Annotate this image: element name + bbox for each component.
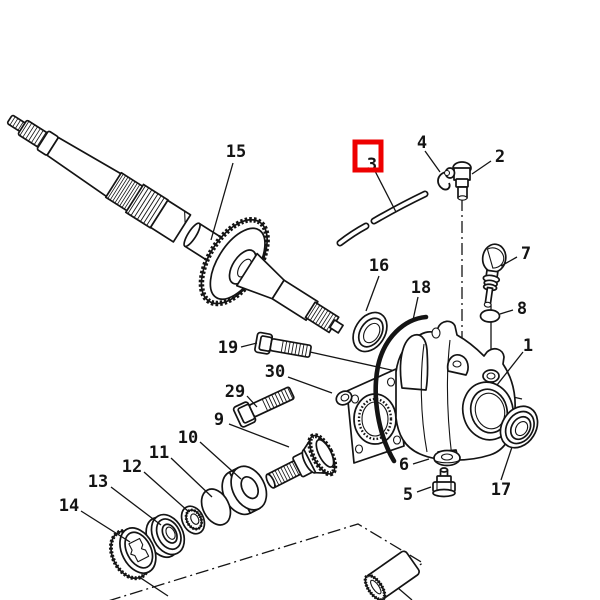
gear-case-housing [346,320,516,464]
breather-fitting [443,161,472,201]
part-label-12[interactable]: 12 [122,457,142,477]
part-label-6[interactable]: 6 [399,455,409,475]
part-label-18[interactable]: 18 [411,278,431,298]
part-label-8[interactable]: 8 [517,299,527,319]
washer-6 [433,449,461,467]
leader-lines [80,150,524,543]
part-label-7[interactable]: 7 [521,244,531,264]
drain-plug [432,467,456,498]
part-label-17[interactable]: 17 [491,480,511,500]
part-label-13[interactable]: 13 [88,472,108,492]
coupling-cap-14 [108,527,157,581]
part-label-15[interactable]: 15 [226,142,246,162]
washer-30 [335,390,353,406]
oil-seal-17 [499,405,539,449]
part-label-14[interactable]: 14 [59,496,79,516]
case-gasket-ring [373,314,429,464]
housing-flange [346,368,405,464]
bearing-12 [180,505,206,535]
part-label-4[interactable]: 4 [417,133,427,153]
bolt-19 [254,331,312,358]
pinion-gear [265,433,338,489]
ring-gear [198,216,270,307]
part-label-29[interactable]: 29 [225,382,245,402]
part-label-2[interactable]: 2 [495,147,505,167]
oil-seal-16 [352,311,388,353]
part-label-10[interactable]: 10 [178,428,198,448]
selection-highlight-box [352,139,384,173]
dipstick-o-ring [479,309,501,323]
dipstick-plug [481,243,507,308]
part-label-1[interactable]: 1 [523,336,533,356]
o-ring-11 [200,488,232,526]
part-label-3[interactable]: 3 [367,155,377,175]
drive-shaft-drawing [6,114,344,334]
bolt-29 [232,386,295,428]
coupling-sleeve [363,550,420,600]
part-label-11[interactable]: 11 [149,443,169,463]
part-label-19[interactable]: 19 [218,338,238,358]
part-callouts: 1 2 3 4 5 6 7 8 9 10 11 12 13 14 15 16 1… [59,133,533,516]
part-label-16[interactable]: 16 [369,256,389,276]
breather-hose [336,190,429,247]
part-label-5[interactable]: 5 [403,485,413,505]
housing-boss [399,333,429,391]
part-label-30[interactable]: 30 [265,362,285,382]
part-label-9[interactable]: 9 [214,410,224,430]
